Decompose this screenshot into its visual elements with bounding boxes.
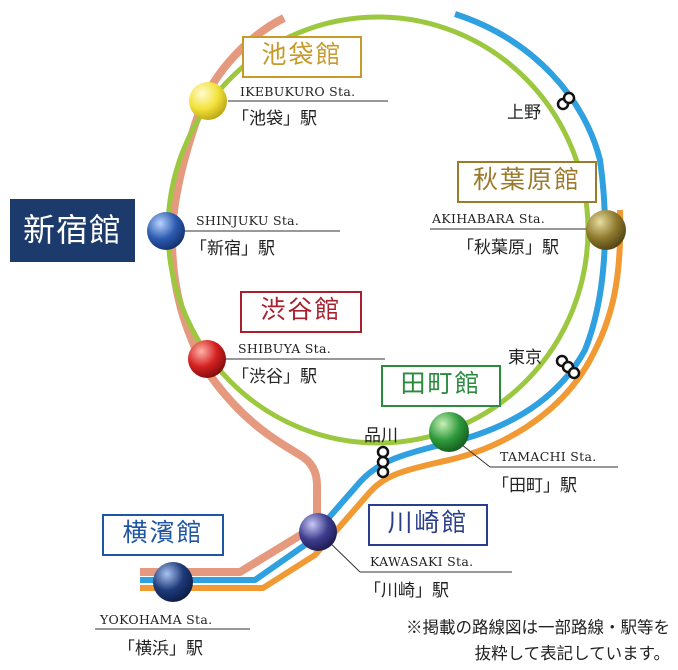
- kawasaki-facility-label: 川崎館: [368, 504, 488, 546]
- shinjuku-facility-label: 新宿館: [10, 199, 135, 262]
- tokyo-label: 東京: [508, 348, 542, 368]
- kawasaki-sta-en: KAWASAKI Sta.: [370, 554, 474, 569]
- akihabara-facility-label: 秋葉原館: [457, 161, 597, 203]
- tokaido-line: [140, 209, 624, 591]
- ueno-label: 上野: [507, 103, 541, 123]
- ikebukuro-station-ball: [189, 82, 227, 120]
- shibuya-station-ball: [188, 340, 226, 378]
- shinjuku-sta-jp: 「新宿」駅: [190, 239, 275, 259]
- ikebukuro-sta-jp: 「池袋」駅: [232, 109, 317, 129]
- tamachi-sta-jp: 「田町」駅: [492, 476, 577, 496]
- shibuya-sta-en: SHIBUYA Sta.: [238, 341, 332, 356]
- akihabara-station-ball: [586, 210, 626, 250]
- ueno-marker: [556, 91, 576, 111]
- yokohama-facility-label: 横濱館: [102, 514, 224, 556]
- shibuya-facility-label: 渋谷館: [240, 291, 362, 333]
- akihabara-sta-jp: 「秋葉原」駅: [457, 238, 559, 258]
- akihabara-sta-en: AKIHABARA Sta.: [432, 211, 546, 226]
- kawasaki-station-ball: [299, 513, 337, 551]
- shinjuku-sta-en: SHINJUKU Sta.: [196, 213, 300, 228]
- shinjuku-station-ball: [147, 212, 185, 250]
- yokohama-sta-en: YOKOHAMA Sta.: [100, 612, 213, 627]
- ikebukuro-sta-en: IKEBUKURO Sta.: [240, 84, 356, 99]
- kawasaki-sta-jp: 「川崎」駅: [364, 581, 449, 601]
- shinagawa-label: 品川: [364, 426, 398, 446]
- tamachi-station-ball: [429, 412, 469, 452]
- map-note: ※掲載の路線図は一部路線・駅等を 抜粋して表記しています。: [318, 615, 670, 667]
- tamachi-sta-en: TAMACHI Sta.: [500, 449, 597, 464]
- tokyo-marker: [555, 354, 581, 380]
- map-note-line1: ※掲載の路線図は一部路線・駅等を: [406, 618, 670, 637]
- tamachi-facility-label: 田町館: [381, 365, 501, 407]
- ikebukuro-facility-label: 池袋館: [242, 36, 362, 78]
- yamanote-line: [165, 14, 591, 446]
- shinagawa-marker: [376, 445, 390, 479]
- shibuya-sta-jp: 「渋谷」駅: [232, 367, 317, 387]
- map-note-line2: 抜粋して表記しています。: [474, 644, 670, 663]
- yokohama-station-ball: [153, 562, 193, 602]
- yokohama-sta-jp: 「横浜」駅: [118, 639, 203, 659]
